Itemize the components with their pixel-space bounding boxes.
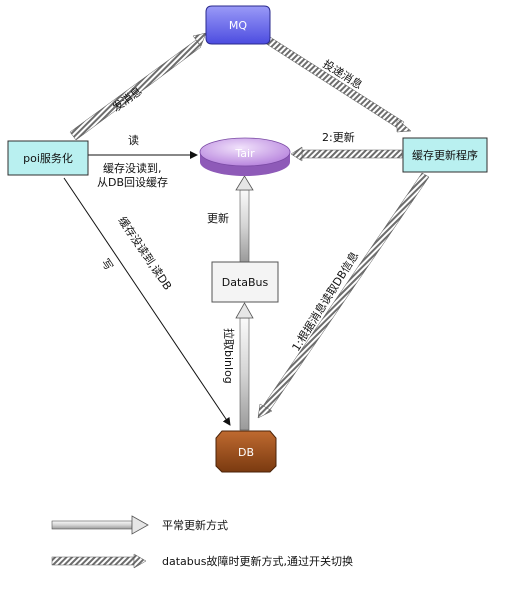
- legend-hatched-arrow-icon: [51, 553, 147, 569]
- label-read: 读: [128, 133, 139, 147]
- arrow-poi-write-db: [63, 177, 231, 426]
- node-db: DB: [215, 430, 277, 473]
- arrow-updater-to-tair: [290, 146, 403, 162]
- label-cache-miss-line1: 缓存没读到,: [103, 161, 162, 175]
- legend-fallback: databus故障时更新方式,通过开关切换: [51, 553, 353, 569]
- label-pull-binlog: 拉取binlog: [222, 328, 236, 384]
- label-step1-fetch: 1:根据消息读取DB信息: [289, 249, 362, 354]
- arrow-poi-to-mq: [69, 32, 207, 141]
- node-updater: 缓存更新程序: [402, 137, 488, 173]
- legend-normal: 平常更新方式: [51, 515, 228, 535]
- node-mq: MQ: [205, 5, 271, 45]
- arrow-updater-to-db: [257, 172, 430, 419]
- label-update-step2: 2:更新: [322, 130, 355, 144]
- node-db-label: DB: [238, 446, 254, 459]
- arrow-db-to-databus: [235, 302, 254, 431]
- legend-fallback-label: databus故障时更新方式,通过开关切换: [162, 554, 353, 568]
- node-databus-label: DataBus: [222, 276, 269, 289]
- node-tair-label: Tair: [234, 147, 255, 160]
- legend-solid-arrow-icon: [51, 515, 149, 535]
- arrow-databus-to-tair: [235, 175, 254, 263]
- node-mq-label: MQ: [229, 19, 247, 32]
- node-poi: poi服务化: [7, 140, 89, 176]
- node-tair: Tair: [199, 137, 291, 176]
- legend-normal-label: 平常更新方式: [162, 518, 228, 532]
- arrow-mq-to-updater: [264, 36, 412, 133]
- label-write: 写: [99, 256, 116, 272]
- label-cache-miss-read-db: 缓存没读到,读DB: [116, 214, 175, 293]
- node-databus: DataBus: [211, 261, 279, 303]
- node-updater-label: 缓存更新程序: [412, 148, 478, 162]
- label-update: 更新: [207, 211, 229, 225]
- label-cache-miss-line2: 从DB回设缓存: [97, 175, 168, 189]
- node-poi-label: poi服务化: [23, 151, 73, 165]
